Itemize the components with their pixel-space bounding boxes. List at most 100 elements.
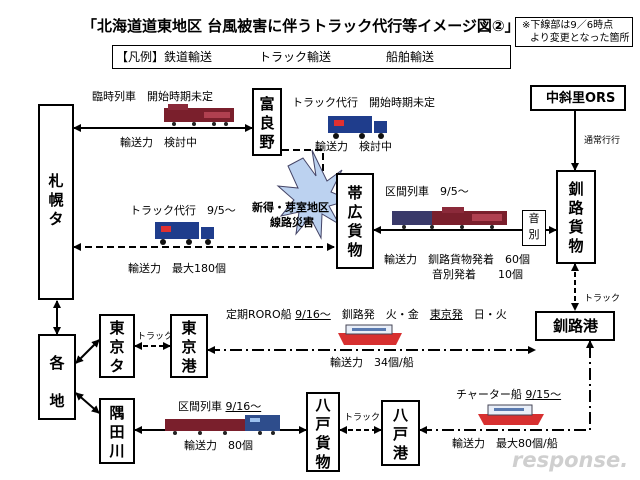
node-kakuchi: 各 ​ 地	[38, 334, 76, 420]
label-roro-days: 日・火	[462, 308, 507, 321]
label-kukan-bottom-prefix: 区間列車	[178, 400, 222, 413]
ship-icon-roro	[338, 324, 402, 345]
node-kushiro-kamotsu-char: 路	[568, 199, 584, 217]
label-kukan-top: 区間列車 9/5～	[385, 185, 469, 198]
label-kukan-bottom-capacity: 輸送力 80個	[184, 439, 253, 452]
node-nakashari-ors: 中斜里ORS	[530, 85, 626, 111]
node-obihiro-kamotsu: 帯 広 貨 物	[336, 173, 374, 269]
label-truck-hachinohe: トラック	[344, 413, 381, 423]
node-furano-char: 富	[259, 95, 275, 113]
node-tokyo-port-char: 港	[181, 357, 197, 375]
label-charter-date: 9/15～	[525, 388, 562, 401]
node-obihiro-char: 物	[347, 241, 363, 259]
node-kakuchi-char: 各	[49, 354, 65, 372]
disaster-label-line1: 新得・芽室地区	[252, 201, 329, 214]
node-tokyo-ta-char: 京	[109, 338, 125, 356]
node-nakashari-label: 中斜里ORS	[546, 91, 616, 106]
node-sumidagawa-char: 隅	[109, 404, 125, 422]
label-truck-kushiro: トラック	[584, 294, 621, 304]
page-title: 「北海道道東地区 台風被害に伴うトラック代行等イメージ図②」	[82, 17, 520, 35]
label-roro-capacity: 輸送力 34個/船	[330, 356, 414, 369]
node-hachinohe-port: 八 戸 港	[381, 400, 420, 466]
update-note-line2: より変更となった箇所	[530, 33, 630, 44]
node-hachinohe-kamotsu-char: 八	[315, 396, 331, 414]
node-sapporo-char: 幌	[48, 191, 64, 209]
label-roro-prefix: 定期RORO船	[226, 308, 292, 321]
node-tokyo-port-char: 京	[181, 338, 197, 356]
node-tokyo-port: 東 京 港	[170, 314, 208, 378]
label-truck-tokyo: トラック	[137, 332, 174, 342]
label-charter-capacity: 輸送力 最大80個/船	[452, 437, 558, 450]
label-truck-furano: トラック代行 開始時期未定	[292, 96, 435, 109]
node-sapporo-ta: 札 幌 タ	[38, 104, 74, 300]
node-sumidagawa: 隅 田 川	[99, 398, 135, 464]
label-roro-tokyo: 東京発	[429, 308, 463, 321]
label-roro-date: 9/16～	[295, 308, 331, 321]
node-kushiro-port-label: 釧路港	[553, 317, 599, 335]
route-charter-ship	[419, 340, 594, 434]
disaster-label-line2: 線路災害	[270, 216, 314, 229]
node-sumidagawa-char: 田	[109, 423, 125, 441]
node-kakuchi-char: 地	[49, 392, 65, 410]
legend-ship-label: 船舶輸送	[386, 50, 435, 64]
node-sapporo-char: 札	[48, 172, 64, 190]
node-onbetsu: 音 別	[522, 210, 546, 246]
label-roro: 定期RORO船 9/16～ 釧路発 火・金 東京発 日・火	[226, 309, 507, 320]
label-tsujo: 通常行行	[584, 136, 621, 146]
label-charter-prefix: チャーター船	[456, 388, 522, 401]
truck-icon-middle	[155, 222, 214, 245]
route-kakuchi-sumidagawa-rail	[75, 392, 100, 414]
node-sapporo-char: タ	[48, 210, 64, 228]
legend-rail-label: 【凡例】鉄道輸送	[116, 50, 213, 64]
node-hachinohe-kamotsu-char: 貨	[315, 434, 331, 452]
update-note: ※下線部は9／6時点 より変更となった箇所	[515, 17, 633, 47]
legend	[112, 45, 511, 69]
label-kukan-bottom-date: 9/16～	[225, 400, 262, 413]
truck-icon-top	[328, 116, 387, 139]
node-hachinohe-port-char: 八	[392, 406, 408, 424]
legend-truck-label: トラック輸送	[259, 50, 332, 64]
disaster-burst	[276, 149, 352, 240]
node-tokyo-ta-char: 東	[109, 319, 125, 337]
node-onbetsu-char: 音	[528, 212, 540, 225]
route-kakuchi-tokyo-rail	[75, 339, 100, 364]
node-hachinohe-kamotsu-char: 物	[315, 453, 331, 471]
node-obihiro-char: 帯	[347, 184, 363, 202]
update-note-line1: ※下線部は9／6時点	[522, 20, 614, 31]
train-icon-top	[164, 104, 234, 126]
node-kushiro-kamotsu-char: 物	[568, 237, 584, 255]
node-tokyo-ta: 東 京 タ	[99, 314, 135, 378]
node-obihiro-char: 広	[347, 203, 363, 221]
label-rinji-capacity: 輸送力 検討中	[120, 136, 197, 149]
label-kukan-bottom: 区間列車 9/16～	[178, 401, 261, 412]
node-kakuchi-char: ​	[40, 373, 74, 392]
label-truck-obihiro-capacity: 輸送力 最大180個	[128, 262, 226, 275]
node-hachinohe-port-char: 戸	[392, 425, 408, 443]
label-roro-mid: 釧路発 火・金	[330, 308, 430, 321]
node-onbetsu-char: 別	[528, 228, 540, 241]
node-obihiro-char: 貨	[347, 222, 363, 240]
watermark-logo: response.	[512, 448, 629, 472]
label-truck-furano-capacity: 輸送力 検討中	[315, 140, 392, 153]
node-hachinohe-kamotsu-char: 戸	[315, 415, 331, 433]
node-sumidagawa-char: 川	[109, 442, 125, 460]
node-kushiro-kamotsu: 釧 路 貨 物	[556, 170, 596, 264]
train-icon-bottom	[165, 415, 280, 435]
label-charter: チャーター船 9/15～	[456, 389, 561, 400]
node-hachinohe-port-char: 港	[392, 444, 408, 462]
node-tokyo-ta-char: タ	[109, 357, 125, 375]
train-icon-middle	[392, 207, 507, 229]
node-kushiro-kamotsu-char: 釧	[568, 180, 584, 198]
label-truck-obihiro: トラック代行 9/5～	[130, 204, 236, 217]
label-rinji: 臨時列車 開始時期未定	[92, 90, 213, 103]
label-kushiro-capacity2: 音別発着 10個	[432, 268, 523, 281]
ship-icon-charter	[478, 404, 544, 425]
node-kushiro-kamotsu-char: 貨	[568, 218, 584, 236]
label-kushiro-capacity1: 輸送力 釧路貨物発着 60個	[384, 253, 530, 266]
node-furano-char: 良	[259, 114, 275, 132]
node-furano-char: 野	[259, 133, 275, 151]
node-kushiro-port: 釧路港	[535, 311, 615, 341]
node-hachinohe-kamotsu: 八 戸 貨 物	[306, 392, 340, 472]
